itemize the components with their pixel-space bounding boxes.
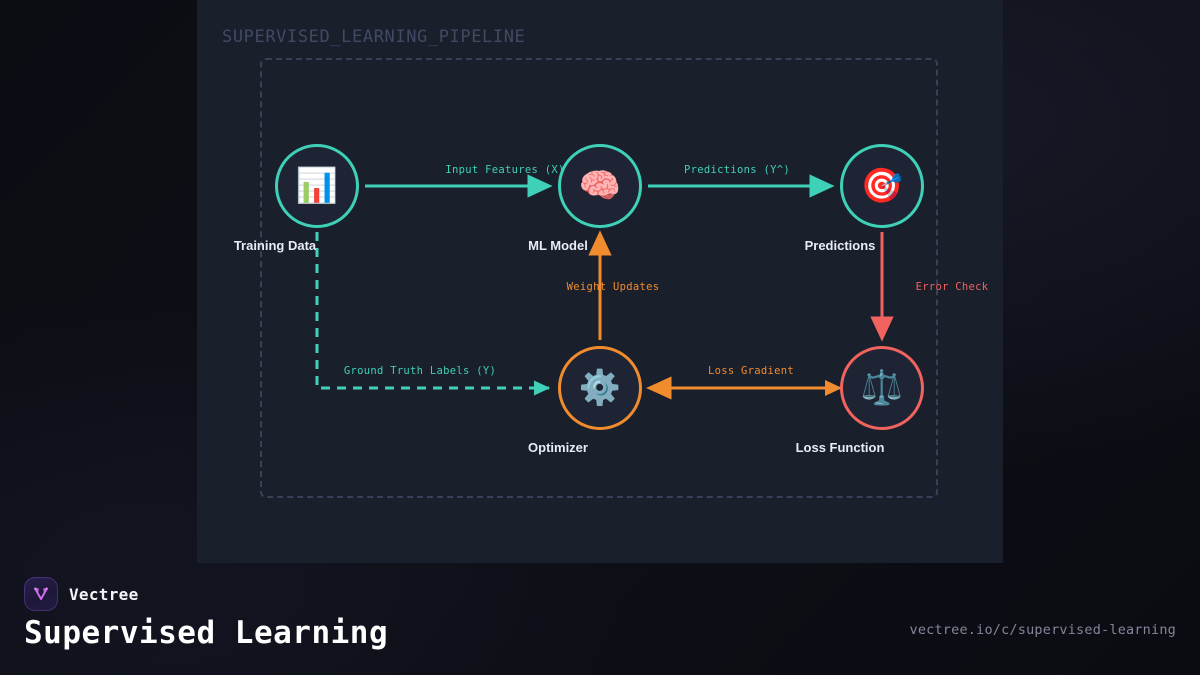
edge-loss-gradient xyxy=(646,376,853,400)
node-training-data[interactable]: 📊 xyxy=(275,144,359,228)
footer: Vectree Supervised Learning xyxy=(0,563,1200,675)
brand-name: Vectree xyxy=(69,584,139,604)
bar-chart-icon: 📊 xyxy=(295,167,339,205)
vectree-logo-icon xyxy=(24,577,58,611)
gear-icon: ⚙️ xyxy=(578,369,622,407)
node-optimizer[interactable]: ⚙️ xyxy=(558,346,642,430)
node-label-ml-model: ML Model xyxy=(528,238,588,253)
balance-scale-icon: ⚖️ xyxy=(860,369,904,407)
node-label-optimizer: Optimizer xyxy=(528,440,588,455)
edge-label-input-features: Input Features (X) xyxy=(445,164,565,176)
edge-label-error-check: Error Check xyxy=(915,281,989,293)
brain-icon: 🧠 xyxy=(578,167,622,205)
diagram-canvas: SUPERVISED_LEARNING_PIPELINE xyxy=(197,0,1003,563)
brand[interactable]: Vectree xyxy=(24,577,139,611)
node-label-training-data: Training Data xyxy=(233,238,317,253)
edge-label-weight-updates: Weight Updates xyxy=(566,281,660,293)
edge-ground-truth-labels xyxy=(315,232,551,396)
pipeline-frame xyxy=(260,58,938,498)
edge-label-loss-gradient: Loss Gradient xyxy=(707,365,795,377)
edge-label-predictions-out: Predictions (Y^) xyxy=(684,164,790,176)
page-title: Supervised Learning xyxy=(24,615,389,651)
node-loss-function[interactable]: ⚖️ xyxy=(840,346,924,430)
node-predictions[interactable]: 🎯 xyxy=(840,144,924,228)
node-label-predictions: Predictions xyxy=(804,238,876,253)
target-icon: 🎯 xyxy=(860,167,904,205)
node-label-loss-function: Loss Function xyxy=(795,440,885,455)
node-ml-model[interactable]: 🧠 xyxy=(558,144,642,228)
footer-url: vectree.io/c/supervised-learning xyxy=(909,622,1176,638)
edge-label-ground-truth-labels: Ground Truth Labels (Y) xyxy=(343,365,497,377)
pipeline-frame-title: SUPERVISED_LEARNING_PIPELINE xyxy=(222,27,526,47)
